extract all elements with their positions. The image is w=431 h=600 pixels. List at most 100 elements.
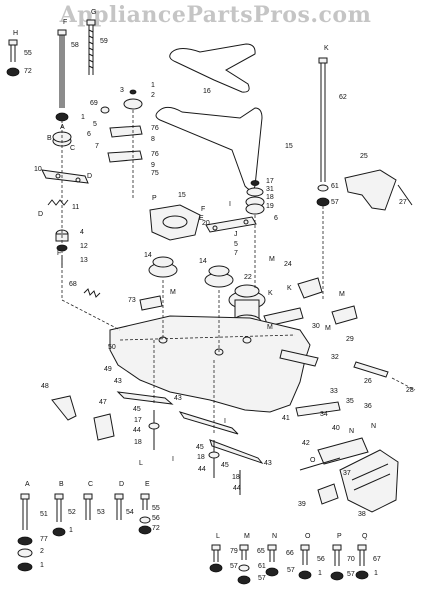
callout-c-N1: N (349, 428, 354, 435)
blade-bolt-45-center (208, 440, 220, 478)
callout-c-H: H (13, 30, 18, 37)
callout-c-72a: 72 (24, 68, 32, 75)
bolt-53 (83, 493, 93, 520)
callout-c-45a: 45 (133, 406, 141, 413)
callout-c-57e: 57 (347, 571, 355, 578)
callout-c-61b: 61 (258, 563, 266, 570)
callout-c-A1: A (60, 124, 65, 131)
callout-c-56b: 56 (317, 556, 325, 563)
callout-c-15a: 15 (285, 143, 293, 150)
callout-c-14a: 14 (144, 252, 152, 259)
callout-c-D1: D (87, 173, 92, 180)
callout-c-20: 20 (202, 220, 210, 227)
mower-deck-33 (109, 315, 311, 413)
callout-c-69: 69 (90, 100, 98, 107)
bolt-66 (265, 544, 279, 577)
callout-c-43b: 43 (174, 395, 182, 402)
knob-39 (317, 483, 339, 505)
callout-c-12: 12 (80, 243, 88, 250)
callout-c-F3: F (201, 206, 205, 213)
callout-c-M4: M (267, 324, 273, 331)
bracket-29 (331, 305, 358, 325)
callout-c-E1: E (199, 215, 204, 222)
callout-c-44b: 44 (198, 466, 206, 473)
callout-c-36: 36 (364, 403, 372, 410)
callout-c-D3: D (119, 481, 124, 488)
pin-27 (397, 184, 413, 206)
callout-c-2: 2 (151, 92, 155, 99)
callout-c-35: 35 (346, 398, 354, 405)
callout-c-44c: 44 (233, 485, 241, 492)
callout-c-P1: P (152, 195, 157, 202)
callout-c-34: 34 (320, 411, 328, 418)
callout-c-N3: N (272, 533, 277, 540)
callout-c-62: 62 (339, 94, 347, 101)
callout-c-47: 47 (99, 399, 107, 406)
callout-c-30: 30 (312, 323, 320, 330)
bolt-51 (20, 493, 30, 530)
blade-43-left (116, 391, 174, 405)
callout-c-B1: B (47, 135, 52, 142)
housing-15 (149, 204, 201, 241)
bracket-47 (93, 413, 115, 441)
baffle-32 (279, 349, 319, 367)
callout-c-Q: Q (362, 533, 368, 540)
bolt-56 (298, 544, 312, 580)
callout-c-38: 38 (358, 511, 366, 518)
blade-bolt-45-left (148, 410, 160, 450)
callout-c-79: 79 (230, 548, 238, 555)
callout-c-40: 40 (332, 425, 340, 432)
callout-c-18: 18 (266, 194, 274, 201)
callout-c-72b: 72 (152, 525, 160, 532)
bolt-79 (209, 544, 223, 573)
callout-labels: FG5859H55721A6BC10D11D412F13683126957678… (13, 9, 414, 582)
callout-c-55a: 55 (24, 50, 32, 57)
callout-c-41: 41 (282, 415, 290, 422)
bracket-34 (295, 401, 341, 417)
callout-c-18d: 18 (232, 474, 240, 481)
callout-c-77: 77 (40, 536, 48, 543)
callout-c-59: 59 (100, 38, 108, 45)
callout-c-22: 22 (244, 274, 252, 281)
callout-c-29: 29 (346, 336, 354, 343)
callout-c-76a: 76 (151, 125, 159, 132)
callout-c-57a: 57 (331, 199, 339, 206)
callout-c-O1: O (310, 457, 316, 464)
callout-c-F: F (63, 19, 67, 26)
callout-c-26: 26 (364, 378, 372, 385)
callout-c-18b: 18 (134, 439, 142, 446)
callout-c-53: 53 (97, 509, 105, 516)
callout-c-54: 54 (126, 509, 134, 516)
callout-c-27: 27 (399, 199, 407, 206)
callout-c-49: 49 (104, 366, 112, 373)
callout-c-58: 58 (71, 42, 79, 49)
nut-1-bottom (52, 527, 66, 537)
callout-c-L2: L (216, 533, 220, 540)
callout-c-51: 51 (40, 511, 48, 518)
callout-c-50: 50 (108, 344, 116, 351)
long-bolt-59 (86, 19, 96, 75)
bracket-plate (107, 125, 143, 163)
callout-c-1a: 1 (81, 114, 85, 121)
bolt-65 (237, 544, 251, 585)
callout-c-15b: 15 (178, 192, 186, 199)
idler-arm-10 (41, 169, 89, 184)
callout-c-57b: 57 (230, 563, 238, 570)
callout-c-4: 4 (80, 229, 84, 236)
callout-c-56a: 56 (152, 515, 160, 522)
spindle-14-left (148, 256, 178, 278)
callout-c-O2: O (305, 533, 311, 540)
spring-68 (83, 288, 101, 298)
callout-c-16: 16 (203, 88, 211, 95)
callout-c-33: 33 (330, 388, 338, 395)
bracket-25 (344, 169, 397, 211)
rod-26 (353, 361, 389, 378)
nut-1 (55, 112, 69, 122)
callout-c-13: 13 (80, 257, 88, 264)
callout-c-52: 52 (68, 509, 76, 516)
callout-c-1c: 1 (69, 527, 73, 534)
callout-c-31: 31 (266, 186, 274, 193)
callout-c-11: 11 (72, 204, 79, 211)
bracket-69 (100, 106, 110, 114)
